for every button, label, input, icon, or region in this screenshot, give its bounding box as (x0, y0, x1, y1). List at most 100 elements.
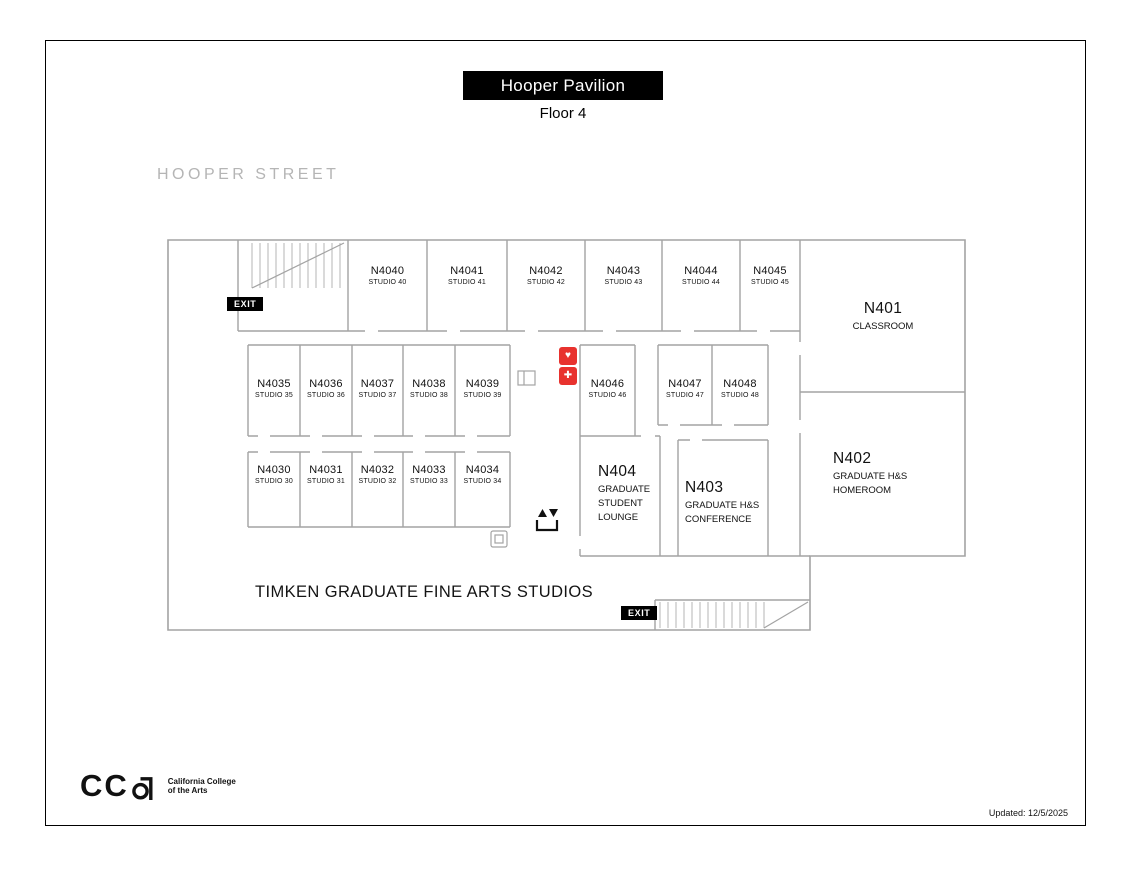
room-type: HOMEROOM (833, 485, 892, 496)
room-id: N4040 (370, 265, 405, 277)
street-label: HOOPER STREET (157, 166, 340, 183)
logo-cc-letters: CC (80, 768, 129, 803)
cca-logo: CC California College of the Arts (80, 768, 236, 804)
room-id: N4047 (668, 378, 702, 390)
fountain-icon (517, 370, 536, 386)
room-id: N4033 (412, 464, 446, 476)
room-type: STUDIO 30 (255, 478, 293, 485)
room-label-n4032: N4032 STUDIO 32 (352, 464, 403, 485)
area-label: TIMKEN GRADUATE FINE ARTS STUDIOS (255, 583, 594, 601)
room-label-n403: N403 GRADUATE H&S CONFERENCE (685, 479, 795, 527)
room-label-n4047: N4047 STUDIO 47 (658, 378, 712, 399)
room-label-n4033: N4033 STUDIO 33 (403, 464, 455, 485)
room-label-n401: N401 CLASSROOM (802, 300, 964, 334)
room-id: N4048 (723, 378, 757, 390)
room-type: STUDIO 32 (358, 478, 397, 485)
room-type: STUDIO 37 (358, 392, 397, 399)
room-id: N4032 (360, 464, 395, 476)
room-id: N4042 (529, 265, 563, 277)
room-id: N4046 (590, 378, 625, 390)
room-label-n4039: N4039 STUDIO 39 (455, 378, 510, 399)
room-label-n4044: N4044 STUDIO 44 (662, 265, 740, 286)
building-outline (167, 239, 966, 631)
logo-line1: California College (167, 776, 236, 786)
logo-a-glyph (131, 776, 153, 800)
room-type: GRADUATE H&S (833, 471, 908, 482)
room-id: N4044 (684, 265, 718, 277)
room-type: STUDIO 42 (527, 279, 565, 286)
room-id: N401 (863, 300, 903, 317)
room-type: STUDIO 34 (463, 478, 502, 485)
room-type: STUDIO 33 (410, 478, 448, 485)
room-label-n4046: N4046 STUDIO 46 (580, 378, 635, 399)
fixture-icon (490, 530, 508, 548)
room-type: STUDIO 43 (604, 279, 643, 286)
room-label-n4031: N4031 STUDIO 31 (300, 464, 352, 485)
room-label-n4040: N4040 STUDIO 40 (348, 265, 427, 286)
room-id: N403 (685, 479, 724, 496)
room-label-n4030: N4030 STUDIO 30 (248, 464, 300, 485)
room-id: N4037 (360, 378, 395, 390)
building-title-box: Hooper Pavilion (463, 71, 663, 100)
room-id: N4039 (465, 378, 500, 390)
room-type: CLASSROOM (852, 321, 914, 332)
interior-walls (237, 240, 965, 630)
logo-line2: of the Arts (167, 786, 208, 795)
room-id: N4043 (606, 265, 641, 277)
room-label-n404: N404 GRADUATE STUDENT LOUNGE (598, 463, 688, 525)
room-label-n4035: N4035 STUDIO 35 (248, 378, 300, 399)
updated-date: Updated: 12/5/2025 (988, 808, 1068, 818)
room-label-n4043: N4043 STUDIO 43 (585, 265, 662, 286)
room-label-n4041: N4041 STUDIO 41 (427, 265, 507, 286)
room-type: STUDIO 35 (255, 392, 293, 399)
room-id: N4031 (309, 464, 343, 476)
room-type: STUDENT (598, 498, 643, 509)
room-label-n4038: N4038 STUDIO 38 (403, 378, 455, 399)
floor-label: Floor 4 (539, 105, 587, 122)
room-type: GRADUATE H&S (685, 500, 760, 511)
room-id: N4036 (309, 378, 343, 390)
aed-icon: ♥ (559, 347, 577, 365)
room-id: N4038 (412, 378, 446, 390)
room-type: STUDIO 40 (368, 279, 407, 286)
room-label-n4034: N4034 STUDIO 34 (455, 464, 510, 485)
room-type: STUDIO 41 (448, 279, 486, 286)
exit-badge-top: EXIT (227, 297, 264, 311)
room-id: N402 (833, 450, 872, 467)
room-type: STUDIO 36 (307, 392, 345, 399)
room-label-n4042: N4042 STUDIO 42 (507, 265, 585, 286)
room-type: STUDIO 45 (751, 279, 789, 286)
stairs-icon-top (251, 242, 345, 289)
room-type: STUDIO 47 (666, 392, 704, 399)
room-type: STUDIO 48 (721, 392, 759, 399)
room-type: CONFERENCE (685, 514, 752, 525)
room-type: STUDIO 31 (307, 478, 345, 485)
building-title: Hooper Pavilion (500, 75, 626, 95)
cca-logo-text: California College of the Arts (168, 777, 236, 796)
elevator-icon (535, 509, 559, 532)
room-label-n4036: N4036 STUDIO 36 (300, 378, 352, 399)
cca-logo-mark: CC (80, 768, 156, 804)
room-type: LOUNGE (598, 512, 639, 523)
room-id: N4035 (257, 378, 291, 390)
door-openings (258, 328, 803, 549)
first-aid-icon: ✚ (559, 367, 577, 385)
room-id: N4041 (450, 265, 484, 277)
room-label-n4048: N4048 STUDIO 48 (712, 378, 768, 399)
page-border (45, 40, 1086, 826)
stairs-icon-bottom (659, 601, 809, 629)
room-label-n4045: N4045 STUDIO 45 (740, 265, 800, 286)
exit-badge-bottom: EXIT (621, 606, 658, 620)
room-id: N4034 (465, 464, 500, 476)
room-type: STUDIO 46 (588, 392, 627, 399)
room-type: STUDIO 39 (463, 392, 502, 399)
room-id: N4030 (257, 464, 291, 476)
room-type: STUDIO 44 (682, 279, 720, 286)
room-id: N4045 (753, 265, 787, 277)
room-type: STUDIO 38 (410, 392, 448, 399)
room-id: N404 (598, 463, 637, 480)
room-label-n4037: N4037 STUDIO 37 (352, 378, 403, 399)
room-type: GRADUATE (598, 484, 651, 495)
